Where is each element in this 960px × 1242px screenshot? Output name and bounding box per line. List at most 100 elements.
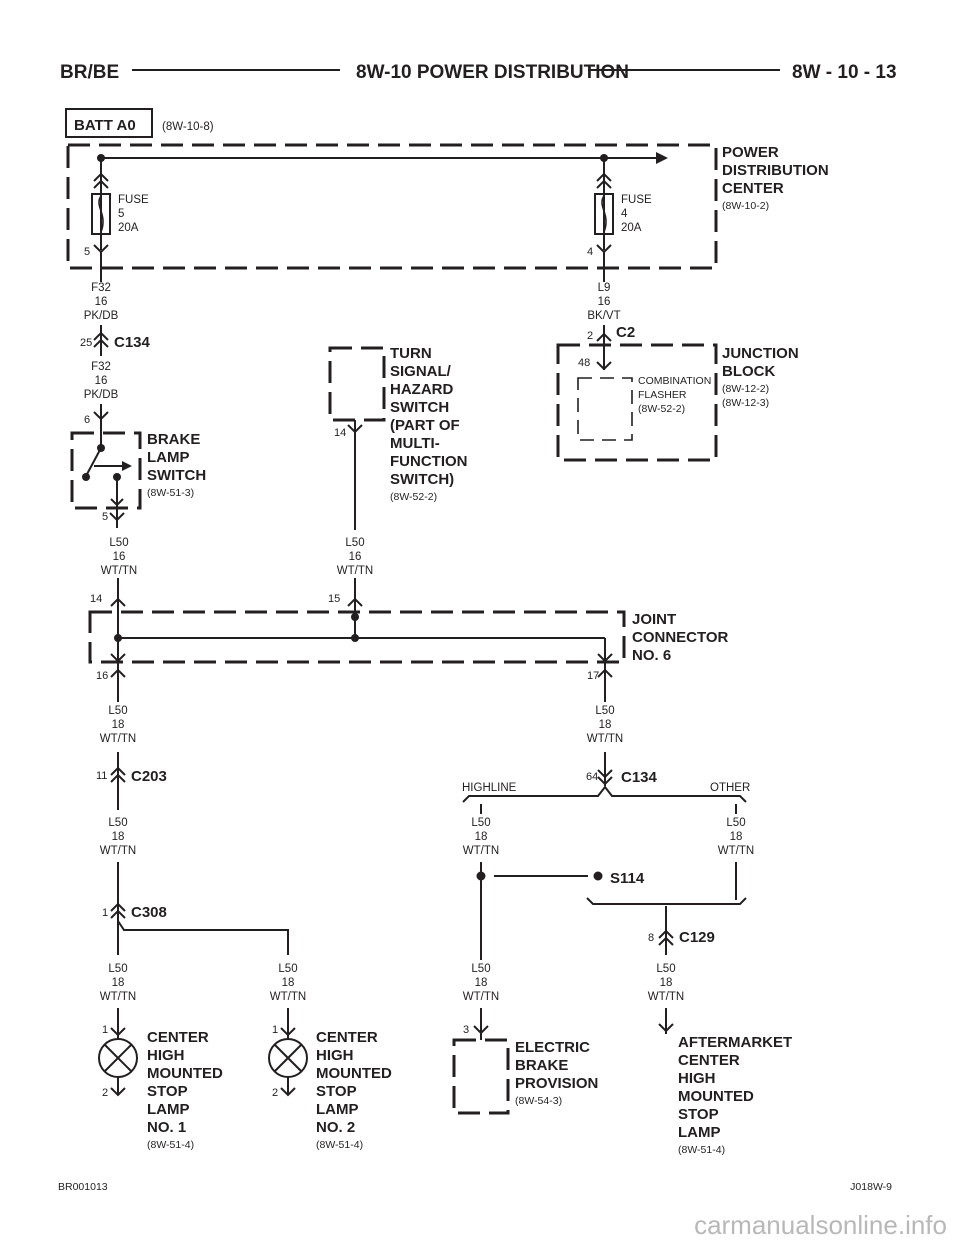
svg-text:STOP: STOP [147, 1083, 188, 1100]
svg-text:C308: C308 [131, 904, 167, 921]
variant-highline: HIGHLINE [462, 782, 517, 794]
svg-text:18: 18 [475, 977, 488, 989]
svg-text:17: 17 [587, 670, 599, 682]
footer-right: J018W-9 [850, 1181, 892, 1193]
svg-text:C134: C134 [621, 769, 658, 786]
svg-text:NO. 1: NO. 1 [147, 1119, 186, 1136]
svg-text:SIGNAL/: SIGNAL/ [390, 363, 452, 380]
splice-s114: S114 [476, 862, 747, 960]
svg-text:4: 4 [587, 246, 593, 258]
svg-text:WT/TN: WT/TN [463, 845, 499, 857]
svg-text:BK/VT: BK/VT [587, 310, 620, 322]
svg-text:NO. 2: NO. 2 [316, 1119, 355, 1136]
svg-text:18: 18 [730, 831, 743, 843]
svg-text:WT/TN: WT/TN [648, 991, 684, 1003]
svg-text:(8W-51-3): (8W-51-3) [147, 487, 194, 499]
footer-left: BR001013 [58, 1181, 108, 1193]
svg-text:CENTER: CENTER [678, 1052, 740, 1069]
svg-text:FUSE: FUSE [621, 194, 652, 206]
svg-text:STOP: STOP [678, 1106, 719, 1123]
brake-lamp-switch: 6 5 BRAKE LAMP SWITCH (8W-51-3) [70, 404, 206, 528]
svg-text:POWER: POWER [722, 144, 779, 161]
svg-text:14: 14 [90, 593, 102, 605]
connector-c203: 11 C203 [96, 752, 167, 810]
svg-text:(8W-51-4): (8W-51-4) [316, 1139, 363, 1151]
svg-text:WT/TN: WT/TN [100, 991, 136, 1003]
svg-text:MOUNTED: MOUNTED [316, 1065, 392, 1082]
svg-text:L50: L50 [108, 705, 127, 717]
svg-text:16: 16 [113, 551, 126, 563]
svg-text:CENTER: CENTER [316, 1029, 378, 1046]
svg-text:18: 18 [282, 977, 295, 989]
svg-text:L50: L50 [726, 817, 745, 829]
wire-label-lamp1: L50 18 WT/TN [100, 963, 136, 1003]
svg-text:BRAKE: BRAKE [147, 431, 200, 448]
svg-text:1: 1 [102, 907, 108, 919]
svg-text:FLASHER: FLASHER [638, 389, 687, 401]
batt-ref: (8W-10-8) [162, 121, 214, 133]
svg-text:WT/TN: WT/TN [463, 991, 499, 1003]
batt-box [65, 108, 153, 138]
svg-text:(8W-51-4): (8W-51-4) [678, 1144, 725, 1156]
svg-text:(8W-51-4): (8W-51-4) [147, 1139, 194, 1151]
svg-text:(8W-12-3): (8W-12-3) [722, 397, 769, 409]
svg-text:C203: C203 [131, 768, 167, 785]
svg-text:11: 11 [96, 770, 107, 782]
svg-text:HIGH: HIGH [316, 1047, 354, 1064]
svg-text:18: 18 [475, 831, 488, 843]
svg-text:TURN: TURN [390, 345, 432, 362]
svg-text:MULTI-: MULTI- [390, 435, 440, 452]
wire-label-other: L50 18 WT/TN [718, 817, 754, 857]
stop-lamp-2: 1 2 CENTER HIGH MOUNTED STOP LAMP NO. 2 … [268, 1008, 392, 1151]
header-right: 8W - 10 - 13 [792, 62, 897, 83]
svg-text:18: 18 [112, 831, 125, 843]
svg-text:15: 15 [328, 593, 340, 605]
svg-text:L50: L50 [471, 817, 490, 829]
stop-lamp-1: 1 2 CENTER HIGH MOUNTED STOP LAMP NO. 1 … [98, 1008, 223, 1151]
svg-text:5: 5 [102, 511, 108, 523]
svg-text:18: 18 [112, 977, 125, 989]
svg-text:HAZARD: HAZARD [390, 381, 453, 398]
wire-label-l9: L9 16 BK/VT [587, 282, 620, 322]
svg-text:16: 16 [95, 296, 108, 308]
svg-text:WT/TN: WT/TN [270, 991, 306, 1003]
svg-text:COMBINATION: COMBINATION [638, 375, 711, 387]
wire-label-f32-upper: F32 16 PK/DB [84, 282, 119, 322]
header-left: BR/BE [60, 62, 119, 83]
svg-text:FUNCTION: FUNCTION [390, 453, 468, 470]
svg-text:MOUNTED: MOUNTED [678, 1088, 754, 1105]
batt-label: BATT A0 [74, 117, 136, 134]
svg-text:JUNCTION: JUNCTION [722, 345, 799, 362]
svg-text:(8W-12-2): (8W-12-2) [722, 383, 769, 395]
connector-c134-top: 25 C134 [80, 325, 151, 356]
svg-text:18: 18 [660, 977, 673, 989]
svg-text:STOP: STOP [316, 1083, 357, 1100]
svg-text:BRAKE: BRAKE [515, 1057, 568, 1074]
svg-text:PK/DB: PK/DB [84, 310, 119, 322]
svg-text:4: 4 [621, 208, 628, 220]
svg-text:2: 2 [272, 1087, 278, 1099]
svg-text:SWITCH): SWITCH) [390, 471, 454, 488]
svg-text:WT/TN: WT/TN [100, 733, 136, 745]
svg-text:WT/TN: WT/TN [101, 565, 137, 577]
svg-text:48: 48 [578, 357, 590, 369]
aftermarket-stop-lamp: AFTERMARKET CENTER HIGH MOUNTED STOP LAM… [658, 1008, 792, 1156]
fuse-4: FUSE 4 20A 4 [587, 158, 652, 282]
watermark: carmanualsonline.info [694, 1210, 947, 1240]
turn-signal-hazard-switch: 14 TURN SIGNAL/ HAZARD SWITCH (PART OF M… [328, 345, 468, 530]
fuse-5: FUSE 5 20A 5 [84, 158, 149, 282]
svg-text:CENTER: CENTER [147, 1029, 209, 1046]
wire-label-turn-out: L50 16 WT/TN [337, 537, 373, 577]
svg-text:L50: L50 [278, 963, 297, 975]
svg-text:2: 2 [587, 330, 593, 342]
svg-text:CONNECTOR: CONNECTOR [632, 629, 729, 646]
svg-text:LAMP: LAMP [316, 1101, 359, 1118]
svg-text:BLOCK: BLOCK [722, 363, 775, 380]
wire-label-aftermarket: L50 18 WT/TN [648, 963, 684, 1003]
svg-text:C134: C134 [114, 334, 151, 351]
svg-text:L50: L50 [109, 537, 128, 549]
svg-text:1: 1 [102, 1024, 108, 1036]
svg-text:14: 14 [334, 427, 346, 439]
svg-text:F32: F32 [91, 361, 111, 373]
